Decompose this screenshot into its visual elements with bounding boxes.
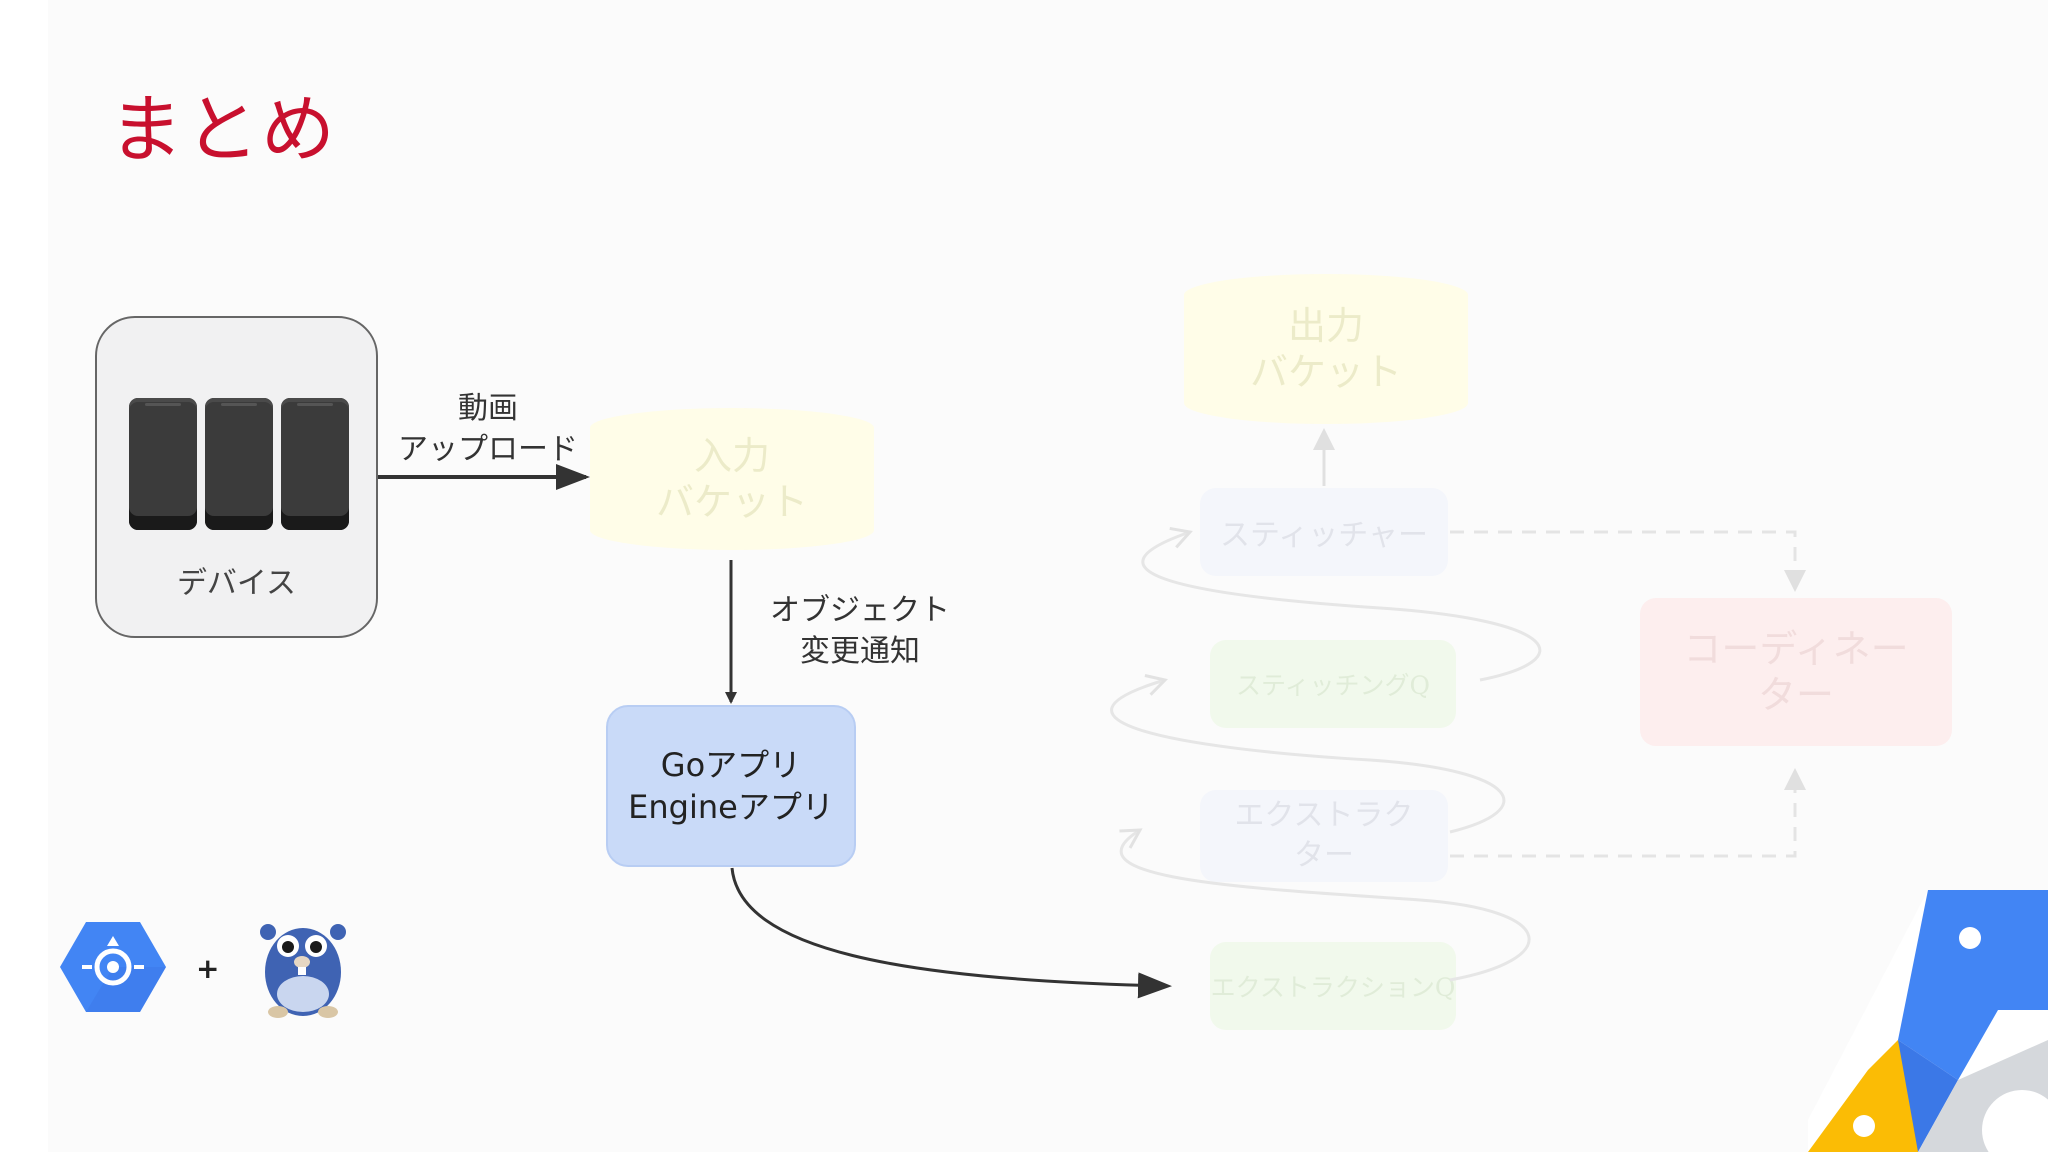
phone-icon — [281, 398, 349, 530]
go-app-engine-box: Goアプリ Engineアプリ — [606, 705, 856, 867]
extract-loop — [1119, 828, 1531, 982]
phone-icon — [129, 398, 197, 530]
devices-label: デバイス — [176, 566, 297, 601]
stitcher-coordinator-link — [1450, 530, 1806, 592]
slide-title: まとめ — [109, 87, 337, 173]
stitch-queue-loop — [1110, 674, 1506, 834]
extractor-node: エクストラク ター — [1200, 790, 1448, 882]
go-gopher-mascot — [260, 924, 346, 1018]
plus-sign: + — [196, 952, 220, 985]
google-cloud-logo — [1808, 890, 2048, 1152]
input-bucket: 入力 バケット — [590, 408, 874, 550]
devices-group: デバイス — [95, 316, 378, 638]
app-engine-icon — [60, 922, 166, 1012]
extractor-coordinator-link — [1450, 768, 1806, 858]
slide-background — [48, 0, 2048, 1152]
notify-label: オブジェクト 変更通知 — [770, 593, 950, 669]
phone-icon — [205, 398, 273, 530]
extraction-queue-node: エクストラクションQ — [1210, 942, 1456, 1030]
enqueue-arrow — [730, 867, 1172, 999]
stitcher-loop — [1141, 526, 1542, 682]
stitching-queue-node: スティッチングQ — [1210, 640, 1456, 728]
coordinator-node: コーディネー ター — [1640, 598, 1952, 746]
output-bucket: 出力 バケット — [1184, 274, 1468, 424]
upload-label: 動画 アップロード — [398, 391, 578, 467]
stitcher-node: スティッチャー — [1200, 488, 1448, 576]
